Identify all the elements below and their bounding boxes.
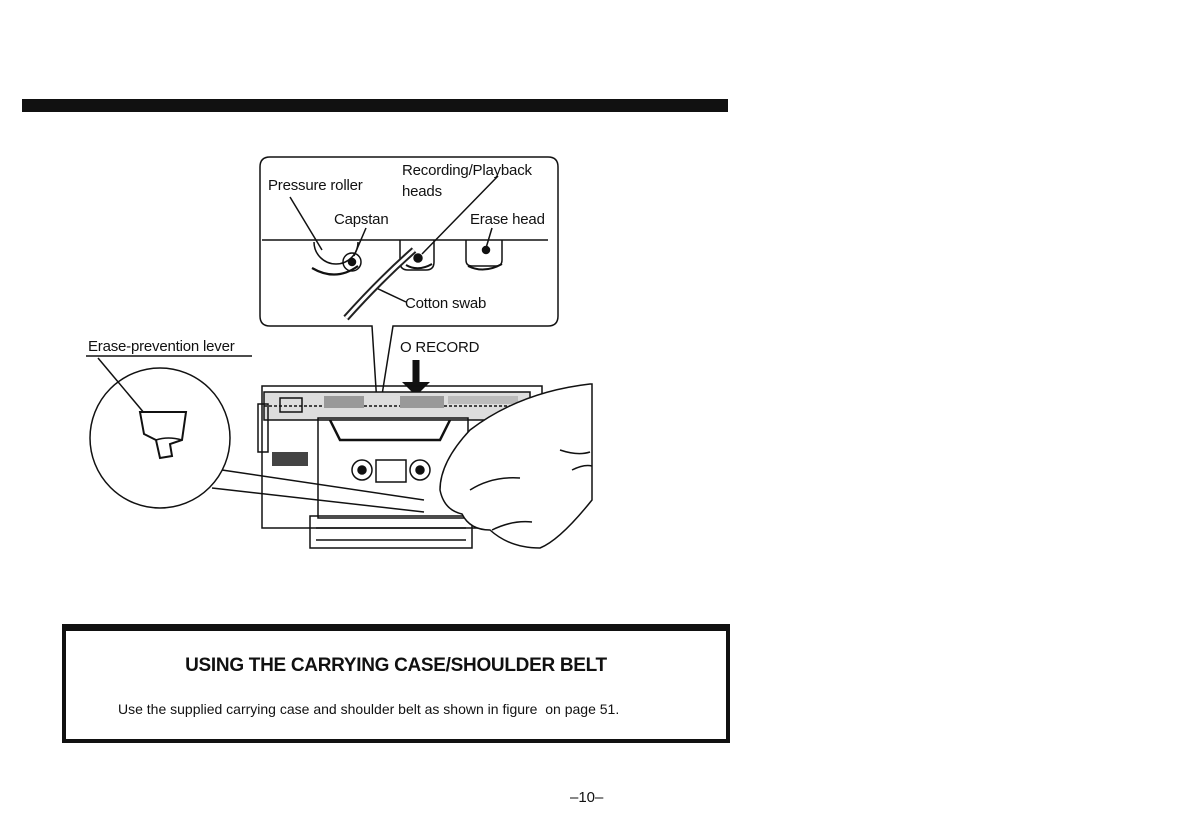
record-label: O RECORD xyxy=(400,340,479,355)
cassette-cleaning-figure: Pressure roller Recording/Playback heads… xyxy=(0,0,1179,600)
erase-prevention-lever-label: Erase-prevention lever xyxy=(88,339,235,354)
rec-play-heads-label-line1: Recording/Playback xyxy=(402,163,532,178)
cotton-swab-label: Cotton swab xyxy=(405,296,486,311)
section-body: Use the supplied carrying case and shoul… xyxy=(118,701,619,717)
page-number: –10– xyxy=(570,789,603,806)
rec-play-heads-label-line2: heads xyxy=(402,184,442,199)
section-title: USING THE CARRYING CASE/SHOULDER BELT xyxy=(66,655,726,677)
capstan-label: Capstan xyxy=(334,212,388,227)
figure-illustration xyxy=(0,0,1179,600)
carrying-case-section: USING THE CARRYING CASE/SHOULDER BELT Us… xyxy=(62,624,730,743)
pressure-roller-label: Pressure roller xyxy=(268,178,363,193)
erase-head-label: Erase head xyxy=(470,212,545,227)
